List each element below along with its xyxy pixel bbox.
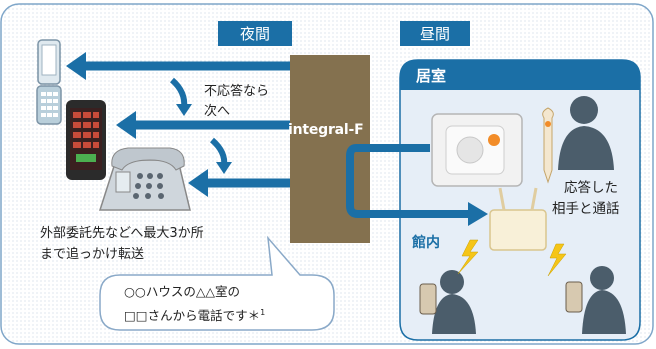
no-answer-line1: 不応答なら (204, 84, 270, 99)
building-label: 館内 (412, 235, 440, 251)
answer-line2: 相手と通話 (552, 201, 620, 217)
bubble-line2: □□さんから電話です＊1 (124, 302, 265, 326)
inhouse-line (346, 144, 470, 218)
day-tab: 昼間 (400, 21, 470, 46)
signal-bolt-right-icon (547, 243, 567, 277)
resident-silhouette (558, 96, 614, 170)
transfer-line2: まで追っかけ転送 (40, 247, 145, 262)
transfer-arrows (66, 52, 290, 197)
staff-silhouette-left (419, 270, 476, 334)
desk-phone-icon (98, 147, 191, 211)
bubble-footnote: 1 (260, 308, 266, 317)
bubble-line1: ○○ハウスの△△室の (124, 284, 241, 299)
nurse-call-unit-icon (431, 107, 554, 187)
night-tab: 夜間 (218, 21, 292, 46)
smartphone-icon (66, 100, 106, 180)
speech-bubble (99, 235, 335, 331)
flip-phone-icon (36, 39, 62, 125)
no-answer-line2: 次へ (204, 104, 231, 119)
bubble-line2-text: □□さんから電話です＊ (124, 308, 261, 324)
integral-f-label: integral-F (288, 122, 364, 138)
signal-bolt-left-icon (457, 239, 479, 275)
answer-line1: 応答した (564, 180, 618, 196)
staff-silhouette-right (565, 266, 626, 334)
transfer-line1: 外部委託先などへ最大3か所 (40, 226, 204, 241)
wireless-base-icon (489, 187, 547, 251)
room-title: 居室 (416, 67, 447, 85)
